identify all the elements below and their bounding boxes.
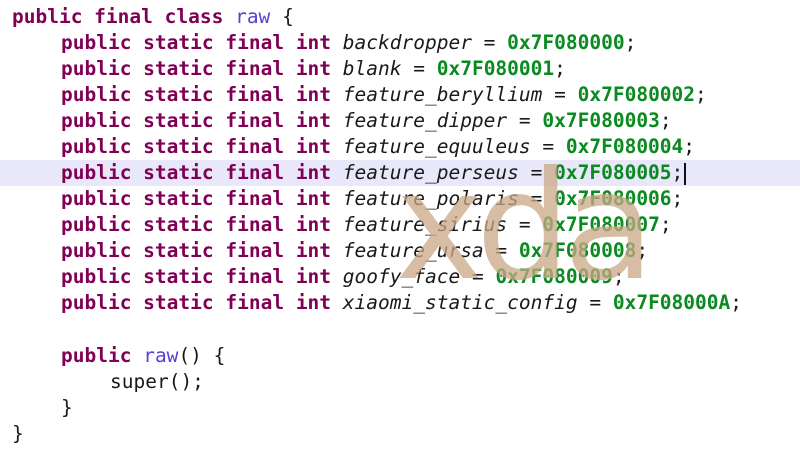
class-close-brace: }	[12, 422, 24, 445]
field-value: 0x7F080005	[554, 161, 672, 184]
code-line-field[interactable]: public static final int feature_ursa = 0…	[61, 239, 649, 262]
code-line-class-close[interactable]: }	[0, 421, 800, 447]
field-type: int	[295, 83, 332, 106]
field-type: int	[295, 187, 332, 210]
field-name: backdropper	[342, 31, 472, 54]
field-name: feature_beryllium	[342, 83, 543, 106]
field-name: blank	[342, 57, 402, 80]
field-name: feature_polaris	[342, 187, 519, 210]
field-name: feature_sirius	[342, 213, 508, 236]
field-name: goofy_face	[342, 265, 461, 288]
field-modifiers: public static final	[61, 135, 285, 158]
field-modifiers: public static final	[61, 161, 285, 184]
field-value: 0x7F080009	[495, 265, 613, 288]
code-line-field[interactable]: public static final int blank = 0x7F0800…	[61, 57, 566, 80]
field-modifiers: public static final	[61, 265, 285, 288]
code-line-field[interactable]: public static final int goofy_face = 0x7…	[61, 265, 625, 288]
code-line-field[interactable]: public static final int feature_berylliu…	[61, 83, 707, 106]
code-line-class-decl[interactable]: public final class raw {	[0, 4, 800, 30]
field-type: int	[295, 213, 332, 236]
code-line-field[interactable]: public static final int backdropper = 0x…	[61, 31, 637, 54]
field-modifiers: public static final	[61, 239, 285, 262]
constructor-signature-rest: () {	[178, 344, 226, 367]
field-type: int	[295, 265, 332, 288]
field-type: int	[295, 161, 332, 184]
field-type: int	[295, 31, 332, 54]
field-value: 0x7F080004	[565, 135, 684, 158]
field-value: 0x7F080000	[507, 31, 625, 54]
field-value: 0x7F080002	[577, 83, 696, 106]
field-name: xiaomi_static_config	[342, 291, 578, 314]
code-line-field[interactable]: public static final int feature_dipper =…	[61, 109, 672, 132]
field-type: int	[295, 239, 332, 262]
code-line-field[interactable]: public static final int feature_equuleus…	[61, 135, 696, 158]
field-type: int	[295, 291, 332, 314]
field-value: 0x7F08000A	[612, 291, 731, 314]
text-caret	[684, 162, 687, 185]
constructor-name: raw	[143, 344, 179, 367]
field-value: 0x7F080001	[436, 57, 555, 80]
field-name: feature_perseus	[342, 161, 519, 184]
code-line-field[interactable]: public static final int feature_polaris …	[61, 187, 684, 210]
field-type: int	[295, 135, 332, 158]
field-value: 0x7F080007	[542, 213, 660, 236]
code-line-super-call[interactable]: super();	[0, 369, 800, 395]
class-modifiers: public final class	[12, 5, 224, 28]
field-value: 0x7F080008	[518, 239, 637, 262]
field-modifiers: public static final	[61, 213, 285, 236]
field-name: feature_equuleus	[342, 135, 531, 158]
constructor-modifier: public	[61, 344, 132, 367]
field-type: int	[295, 57, 332, 80]
field-name: feature_ursa	[342, 239, 484, 262]
super-call: super();	[110, 370, 204, 393]
constructor-close-brace: }	[61, 396, 73, 419]
code-line-constructor-decl[interactable]: public raw() {	[0, 343, 800, 369]
code-line-field[interactable]: public static final int feature_perseus …	[0, 160, 800, 186]
field-modifiers: public static final	[61, 109, 285, 132]
code-line-field[interactable]: public static final int xiaomi_static_co…	[61, 291, 742, 314]
field-modifiers: public static final	[61, 31, 285, 54]
class-open-brace: {	[282, 5, 294, 28]
field-modifiers: public static final	[61, 57, 285, 80]
code-line-field[interactable]: public static final int feature_sirius =…	[61, 213, 672, 236]
field-name: feature_dipper	[342, 109, 508, 132]
field-type: int	[295, 109, 332, 132]
field-modifiers: public static final	[61, 291, 285, 314]
field-modifiers: public static final	[61, 83, 285, 106]
code-line-constructor-close[interactable]: }	[0, 395, 800, 421]
field-modifiers: public static final	[61, 187, 285, 210]
field-value: 0x7F080006	[554, 187, 672, 210]
field-value: 0x7F080003	[542, 109, 660, 132]
class-name: raw	[235, 5, 271, 28]
